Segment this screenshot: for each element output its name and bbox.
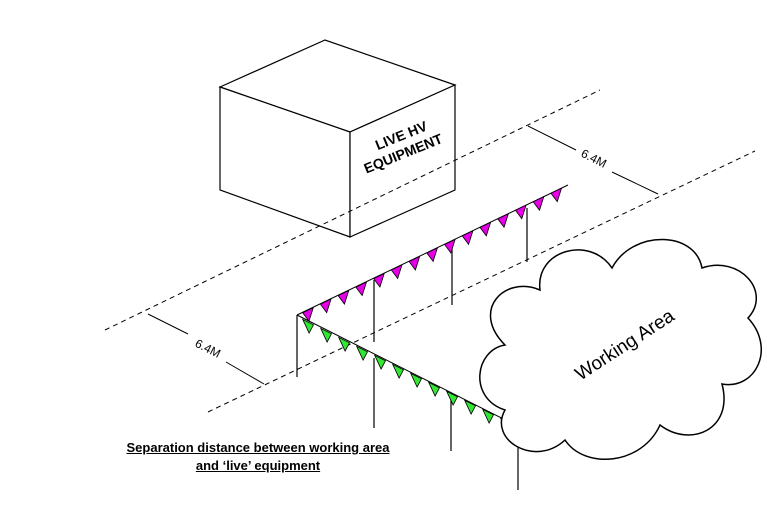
pennant-flag [301, 318, 315, 334]
boundary-lower [207, 150, 756, 413]
pennant-flag [390, 264, 403, 280]
pennant-flag [463, 399, 477, 415]
pennant-flag [302, 306, 314, 323]
pennant-flag [479, 221, 492, 237]
pennant-flag [514, 204, 527, 220]
pennant-flag [427, 381, 441, 397]
boundary-upper [104, 89, 601, 331]
caption-line-2: and ‘live’ equipment [195, 458, 321, 473]
pennant-flag [550, 187, 563, 203]
pennant-flag [445, 390, 459, 406]
dimension-leaders [147, 125, 659, 385]
pennant-flag [372, 272, 385, 288]
dimension-upper-label: 6.4M [579, 146, 609, 171]
pennant-flag [532, 195, 545, 212]
pennant-flag [497, 212, 510, 229]
dimension-leader-upper [527, 125, 577, 151]
dimension-leader-lower [147, 313, 189, 335]
pennant-flag [319, 327, 333, 343]
pennant-flag [481, 408, 495, 424]
pennant-flag [355, 345, 369, 361]
pennant-flag [355, 281, 368, 297]
dimension-lower-label: 6.4M [193, 336, 223, 361]
pennant-flag [391, 363, 405, 379]
pennant-flag [337, 336, 351, 352]
pennant-flag [373, 354, 387, 370]
figure-caption: Separation distance between working area… [108, 439, 408, 475]
pennant-flag [461, 230, 474, 246]
pennant-flag [337, 289, 350, 305]
caption-line-1: Separation distance between working area [126, 440, 390, 455]
pennant-flag [408, 255, 421, 271]
dimension-leader-upper-2 [611, 171, 659, 195]
dimension-leader-lower-2 [225, 361, 265, 385]
pennant-flag [409, 372, 423, 388]
pennant-flag [443, 238, 456, 254]
pennant-flag [319, 298, 332, 314]
pennant-flag [426, 247, 439, 263]
boundary-lines [104, 89, 756, 413]
hv-equipment-box [218, 39, 457, 238]
pennants-upper [302, 187, 563, 323]
working-area-cloud [479, 238, 763, 461]
